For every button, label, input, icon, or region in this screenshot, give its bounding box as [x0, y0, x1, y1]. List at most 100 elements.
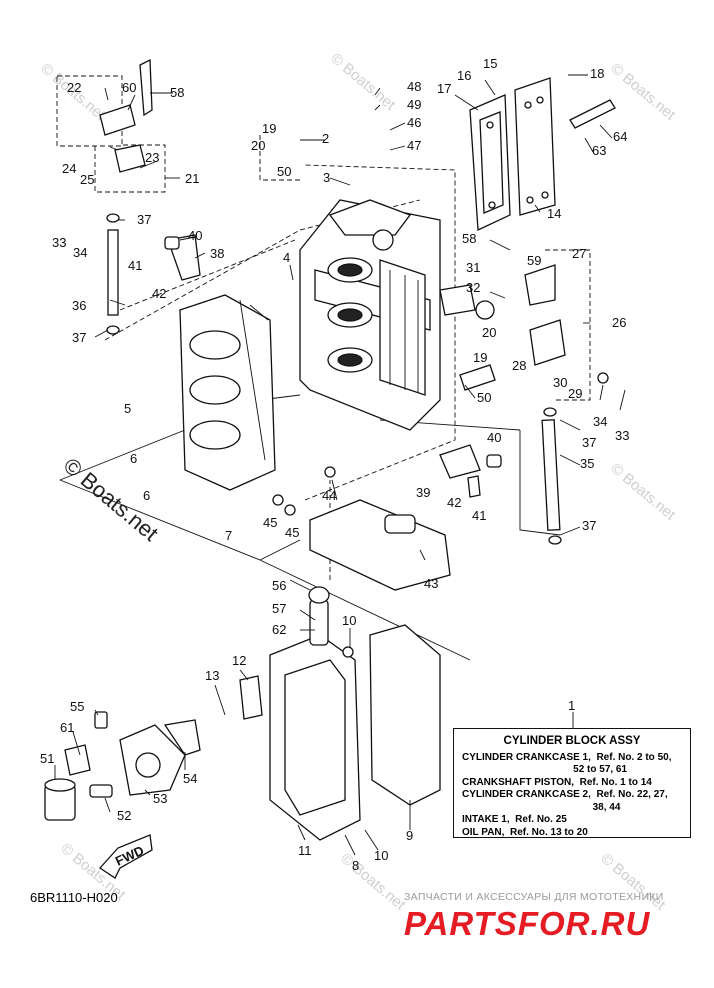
callout-19: 19 [473, 350, 487, 365]
exhaust-covers [469, 77, 556, 231]
callout-25: 25 [80, 172, 94, 187]
callout-28: 28 [512, 358, 526, 373]
callout-26: 26 [612, 315, 626, 330]
assembly-title: CYLINDER BLOCK ASSY [503, 735, 641, 747]
callout-37: 37 [72, 330, 86, 345]
callout-58: 58 [170, 85, 184, 100]
callout-50: 50 [477, 390, 491, 405]
watermark-text: © Boats.net [607, 60, 679, 124]
assembly-info-box: CYLINDER BLOCK ASSY CYLINDER CRANKCASE 1… [453, 728, 691, 838]
callout-33: 33 [615, 428, 629, 443]
callout-4: 4 [283, 250, 290, 265]
group-21-frame [94, 144, 166, 193]
callout-61: 61 [60, 720, 74, 735]
info-line: CYLINDER CRANKCASE 1, Ref. No. 2 to 50, [462, 751, 672, 763]
cylinder-block [299, 199, 441, 431]
oil-filter-group [44, 711, 201, 821]
callout-46: 46 [407, 115, 421, 130]
group-19-frame [259, 135, 300, 181]
callout-43: 43 [424, 576, 438, 591]
callout-35: 35 [580, 456, 594, 471]
fwd-label: FWD [113, 843, 146, 869]
callout-38: 38 [210, 246, 224, 261]
info-line: 52 to 57, 61 [462, 764, 628, 775]
callout-42: 42 [447, 495, 461, 510]
fwd-arrow-icon: FWD [99, 834, 153, 879]
info-line: INTAKE 1, Ref. No. 25 [462, 814, 567, 825]
callout-50: 50 [277, 164, 291, 179]
callout-16: 16 [457, 68, 471, 83]
info-line: 38, 44 [462, 801, 621, 813]
callout-15: 15 [483, 56, 497, 71]
callout-12: 12 [232, 653, 246, 668]
callout-7: 7 [225, 528, 232, 543]
callout-49: 49 [407, 97, 421, 112]
callout-27: 27 [572, 246, 586, 261]
callout-13: 13 [205, 668, 219, 683]
callout-1: 1 [568, 698, 575, 713]
callout-58: 58 [462, 231, 476, 246]
callout-41: 41 [472, 508, 486, 523]
sensor-group-left [99, 58, 201, 335]
callout-40: 40 [487, 430, 501, 445]
callout-45: 45 [263, 515, 277, 530]
info-line: OIL PAN, Ref. No. 13 to 20 [462, 826, 588, 838]
callout-31: 31 [466, 260, 480, 275]
watermark-text: © Boats.net [327, 50, 399, 114]
callout-30: 30 [553, 375, 567, 390]
callout-59: 59 [527, 253, 541, 268]
callout-24: 24 [62, 161, 76, 176]
callout-9: 9 [406, 828, 413, 843]
callout-17: 17 [437, 81, 451, 96]
callout-63: 63 [592, 143, 606, 158]
callout-21: 21 [185, 171, 199, 186]
callout-18: 18 [590, 66, 604, 81]
group-26-frame [545, 249, 591, 401]
callout-37: 37 [582, 435, 596, 450]
callout-64: 64 [613, 129, 627, 144]
callout-39: 39 [416, 485, 430, 500]
callout-14: 14 [547, 206, 561, 221]
callout-20: 20 [251, 138, 265, 153]
callout-19: 19 [262, 121, 276, 136]
callout-3: 3 [323, 170, 330, 185]
thermostat-assy-right [439, 99, 616, 545]
diagram-code: 6BR1110-H020 [30, 890, 118, 905]
callout-37: 37 [137, 212, 151, 227]
callout-34: 34 [593, 414, 607, 429]
callout-40: 40 [188, 228, 202, 243]
callout-57: 57 [272, 601, 286, 616]
callout-34: 34 [73, 245, 87, 260]
callout-11: 11 [298, 843, 312, 858]
watermark-text: © Boats.net [607, 460, 679, 524]
callout-10: 10 [374, 848, 388, 863]
callout-56: 56 [272, 578, 286, 593]
callout-5: 5 [124, 401, 131, 416]
callout-47: 47 [407, 138, 421, 153]
callout-32: 32 [466, 280, 480, 295]
callout-55: 55 [70, 699, 84, 714]
callout-41: 41 [128, 258, 142, 273]
callout-51: 51 [40, 751, 54, 766]
callout-62: 62 [272, 622, 286, 637]
gaskets [272, 466, 451, 806]
leader-lines [54, 74, 626, 856]
callout-8: 8 [352, 858, 359, 873]
callout-20: 20 [482, 325, 496, 340]
callout-60: 60 [122, 80, 136, 95]
callout-6: 6 [130, 451, 137, 466]
callout-48: 48 [407, 79, 421, 94]
oil-pan [239, 586, 361, 841]
callout-6: 6 [143, 488, 150, 503]
brand-logo[interactable]: PARTSFOR.RU [404, 905, 651, 942]
brand-slogan: ЗАПЧАСТИ И АКСЕССУАРЫ ДЛЯ МОТОТЕХНИКИ [404, 891, 664, 903]
callout-2: 2 [322, 131, 329, 146]
callout-42: 42 [152, 286, 166, 301]
callout-44: 44 [322, 488, 336, 503]
callout-45: 45 [285, 525, 299, 540]
callout-22: 22 [67, 80, 81, 95]
callout-37: 37 [582, 518, 596, 533]
info-line: CYLINDER CRANKCASE 2, Ref. No. 22, 27, [462, 789, 668, 800]
callout-23: 23 [145, 150, 159, 165]
